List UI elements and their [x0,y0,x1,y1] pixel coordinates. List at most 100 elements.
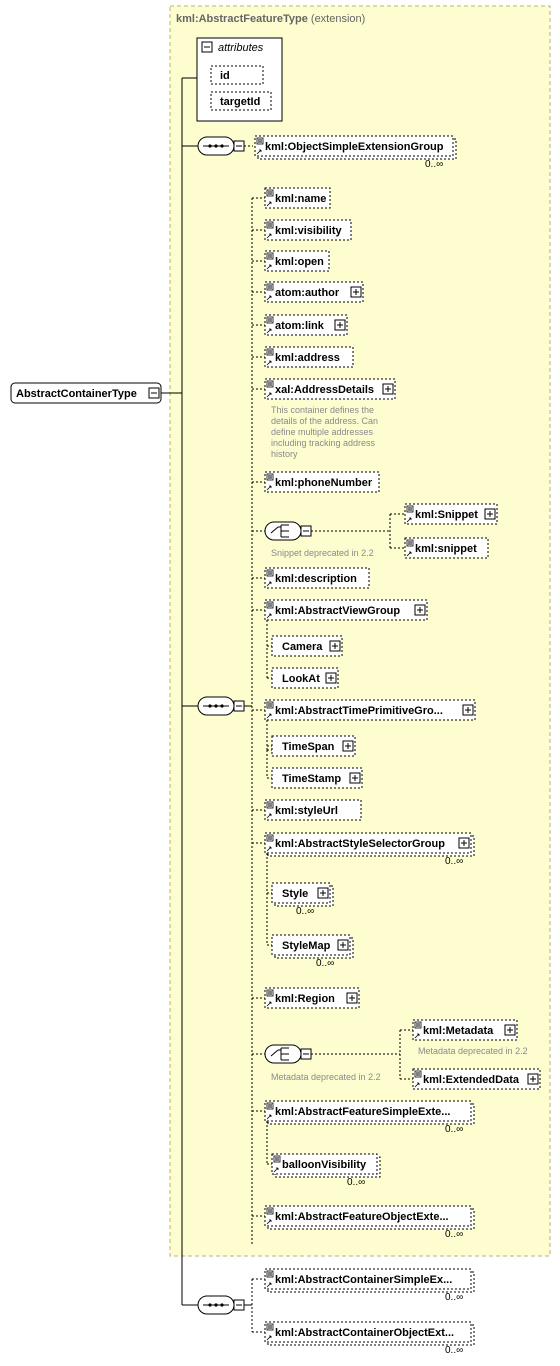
element-kml-region[interactable] [264,987,360,1009]
reference-arrow-icon [266,1282,272,1288]
reference-arrow-icon [266,328,272,334]
document-icon [414,1070,422,1078]
document-icon [266,283,274,291]
element-atom-link[interactable] [264,314,348,336]
element-kml-abstractstyleselectorgroup[interactable] [264,832,472,854]
element-kml-abstractstyleselectorgroup-label: kml:AbstractStyleSelectorGroup [275,838,445,850]
reference-arrow-icon [414,1033,420,1039]
reference-arrow-icon [266,392,272,398]
element-atom-author-label: atom:author [275,287,340,299]
element-kml-visibility-label: kml:visibility [275,225,343,237]
element-kml-abstractcontainersimpleex-occurrence: 0..∞ [445,1292,463,1303]
element-kml-abstractfeatureobjectexte-occurrence: 0..∞ [445,1229,463,1240]
element-kml-abstractcontainersimpleex-label: kml:AbstractContainerSimpleEx... [275,1274,452,1286]
document-icon [266,348,274,356]
element-kml-open[interactable] [264,250,330,272]
element-kml-abstractcontainersimpleex[interactable] [264,1268,472,1290]
element-kml-abstractcontainerobjectext[interactable] [264,1321,472,1343]
attribute-id[interactable] [210,65,264,85]
document-icon [414,1021,422,1029]
documentation-text: including tracking address [271,438,376,448]
element-kml-name-label: kml:name [275,193,326,205]
diagram-content: kml:ObjectSimpleExtensionGroup 0..∞ kml:na… [197,135,541,1356]
element-xal-addressdetails[interactable] [264,378,396,400]
element-kml-snippet[interactable] [404,537,489,559]
document-icon [406,539,414,547]
element-kml-abstractviewgroup[interactable] [264,599,428,621]
root-element-label: AbstractContainerType [16,388,137,400]
element-kml-styleurl[interactable] [264,799,362,821]
reference-arrow-icon [256,149,262,155]
element-camera-label: Camera [282,641,323,653]
documentation-text: history [271,449,298,459]
element-kml-abstractfeatureobjectexte-label: kml:AbstractFeatureObjectExte... [275,1211,449,1223]
element-kml-phonenumber[interactable] [264,471,380,493]
element-kml-abstractfeaturesimpleexte-label: kml:AbstractFeatureSimpleExte... [275,1106,450,1118]
element-kml-open-label: kml:open [275,256,324,268]
reference-arrow-icon [266,264,272,270]
element-kml-abstractstyleselectorgroup-occurrence: 0..∞ [445,856,463,867]
document-icon [266,989,274,997]
element-kml-snippet[interactable] [404,503,498,525]
extension-region [169,5,551,1257]
element-kml-visibility[interactable] [264,219,352,241]
element-kml-abstractfeaturesimpleexte-occurrence: 0..∞ [445,1124,463,1135]
document-icon [266,1207,274,1215]
element-balloonvisibility-label: balloonVisibility [282,1159,367,1171]
reference-arrow-icon [273,1167,279,1173]
document-icon [266,316,274,324]
reference-arrow-icon [266,485,272,491]
element-timespan[interactable] [271,735,356,757]
element-balloonvisibility[interactable] [271,1153,378,1175]
reference-arrow-icon [406,517,412,523]
document-icon [266,252,274,260]
element-kml-abstracttimeprimitivegro[interactable] [264,699,476,721]
attribute-targetId[interactable] [210,91,272,111]
element-kml-abstractfeatureobjectexte[interactable] [264,1205,472,1227]
element-stylemap-occurrence: 0..∞ [316,958,334,969]
element-kml-abstractfeaturesimpleexte[interactable] [264,1100,472,1122]
document-icon [266,1102,274,1110]
element-timespan-label: TimeSpan [282,741,335,753]
reference-arrow-icon [266,201,272,207]
reference-arrow-icon [414,1082,420,1088]
attributes-title: attributes [218,42,264,54]
document-icon [266,380,274,388]
element-timestamp-label: TimeStamp [282,773,341,785]
reference-arrow-icon [266,295,272,301]
reference-arrow-icon [406,551,412,557]
reference-arrow-icon [266,1114,272,1120]
extension-title: kml:AbstractFeatureType (extension) [176,13,365,25]
element-stylemap[interactable] [271,934,351,956]
element-camera[interactable] [271,635,343,657]
reference-arrow-icon [266,233,272,239]
element-kml-snippet-label: kml:snippet [415,543,477,555]
reference-arrow-icon [266,713,272,719]
element-kml-abstractcontainerobjectext-occurrence: 0..∞ [445,1345,463,1356]
element-kml-objectsimpleextensiongroup-occurrence: 0..∞ [425,159,443,170]
document-icon [266,1270,274,1278]
element-atom-author[interactable] [264,281,364,303]
element-kml-metadata-label: kml:Metadata [423,1025,494,1037]
reference-arrow-icon [266,1219,272,1225]
element-kml-name[interactable] [264,187,331,209]
reference-arrow-icon [266,1335,272,1341]
element-kml-address[interactable] [264,346,354,368]
reference-arrow-icon [266,581,272,587]
document-icon [406,505,414,513]
element-kml-abstracttimeprimitivegro-label: kml:AbstractTimePrimitiveGro... [275,705,443,717]
element-kml-abstractviewgroup-label: kml:AbstractViewGroup [275,605,400,617]
element-kml-extendeddata[interactable] [412,1068,541,1090]
element-kml-description[interactable] [264,567,370,589]
element-style[interactable] [271,882,331,904]
metadata-deprecated-note-2: Metadata deprecated in 2.2 [271,1072,381,1082]
element-lookat[interactable] [271,667,339,689]
element-lookat-label: LookAt [282,673,320,685]
element-kml-objectsimpleextensiongroup-label: kml:ObjectSimpleExtensionGroup [265,141,444,153]
document-icon [266,189,274,197]
element-stylemap-label: StyleMap [282,940,331,952]
element-kml-metadata[interactable] [412,1019,518,1041]
document-icon [266,601,274,609]
element-kml-objectsimpleextensiongroup[interactable] [254,135,454,157]
